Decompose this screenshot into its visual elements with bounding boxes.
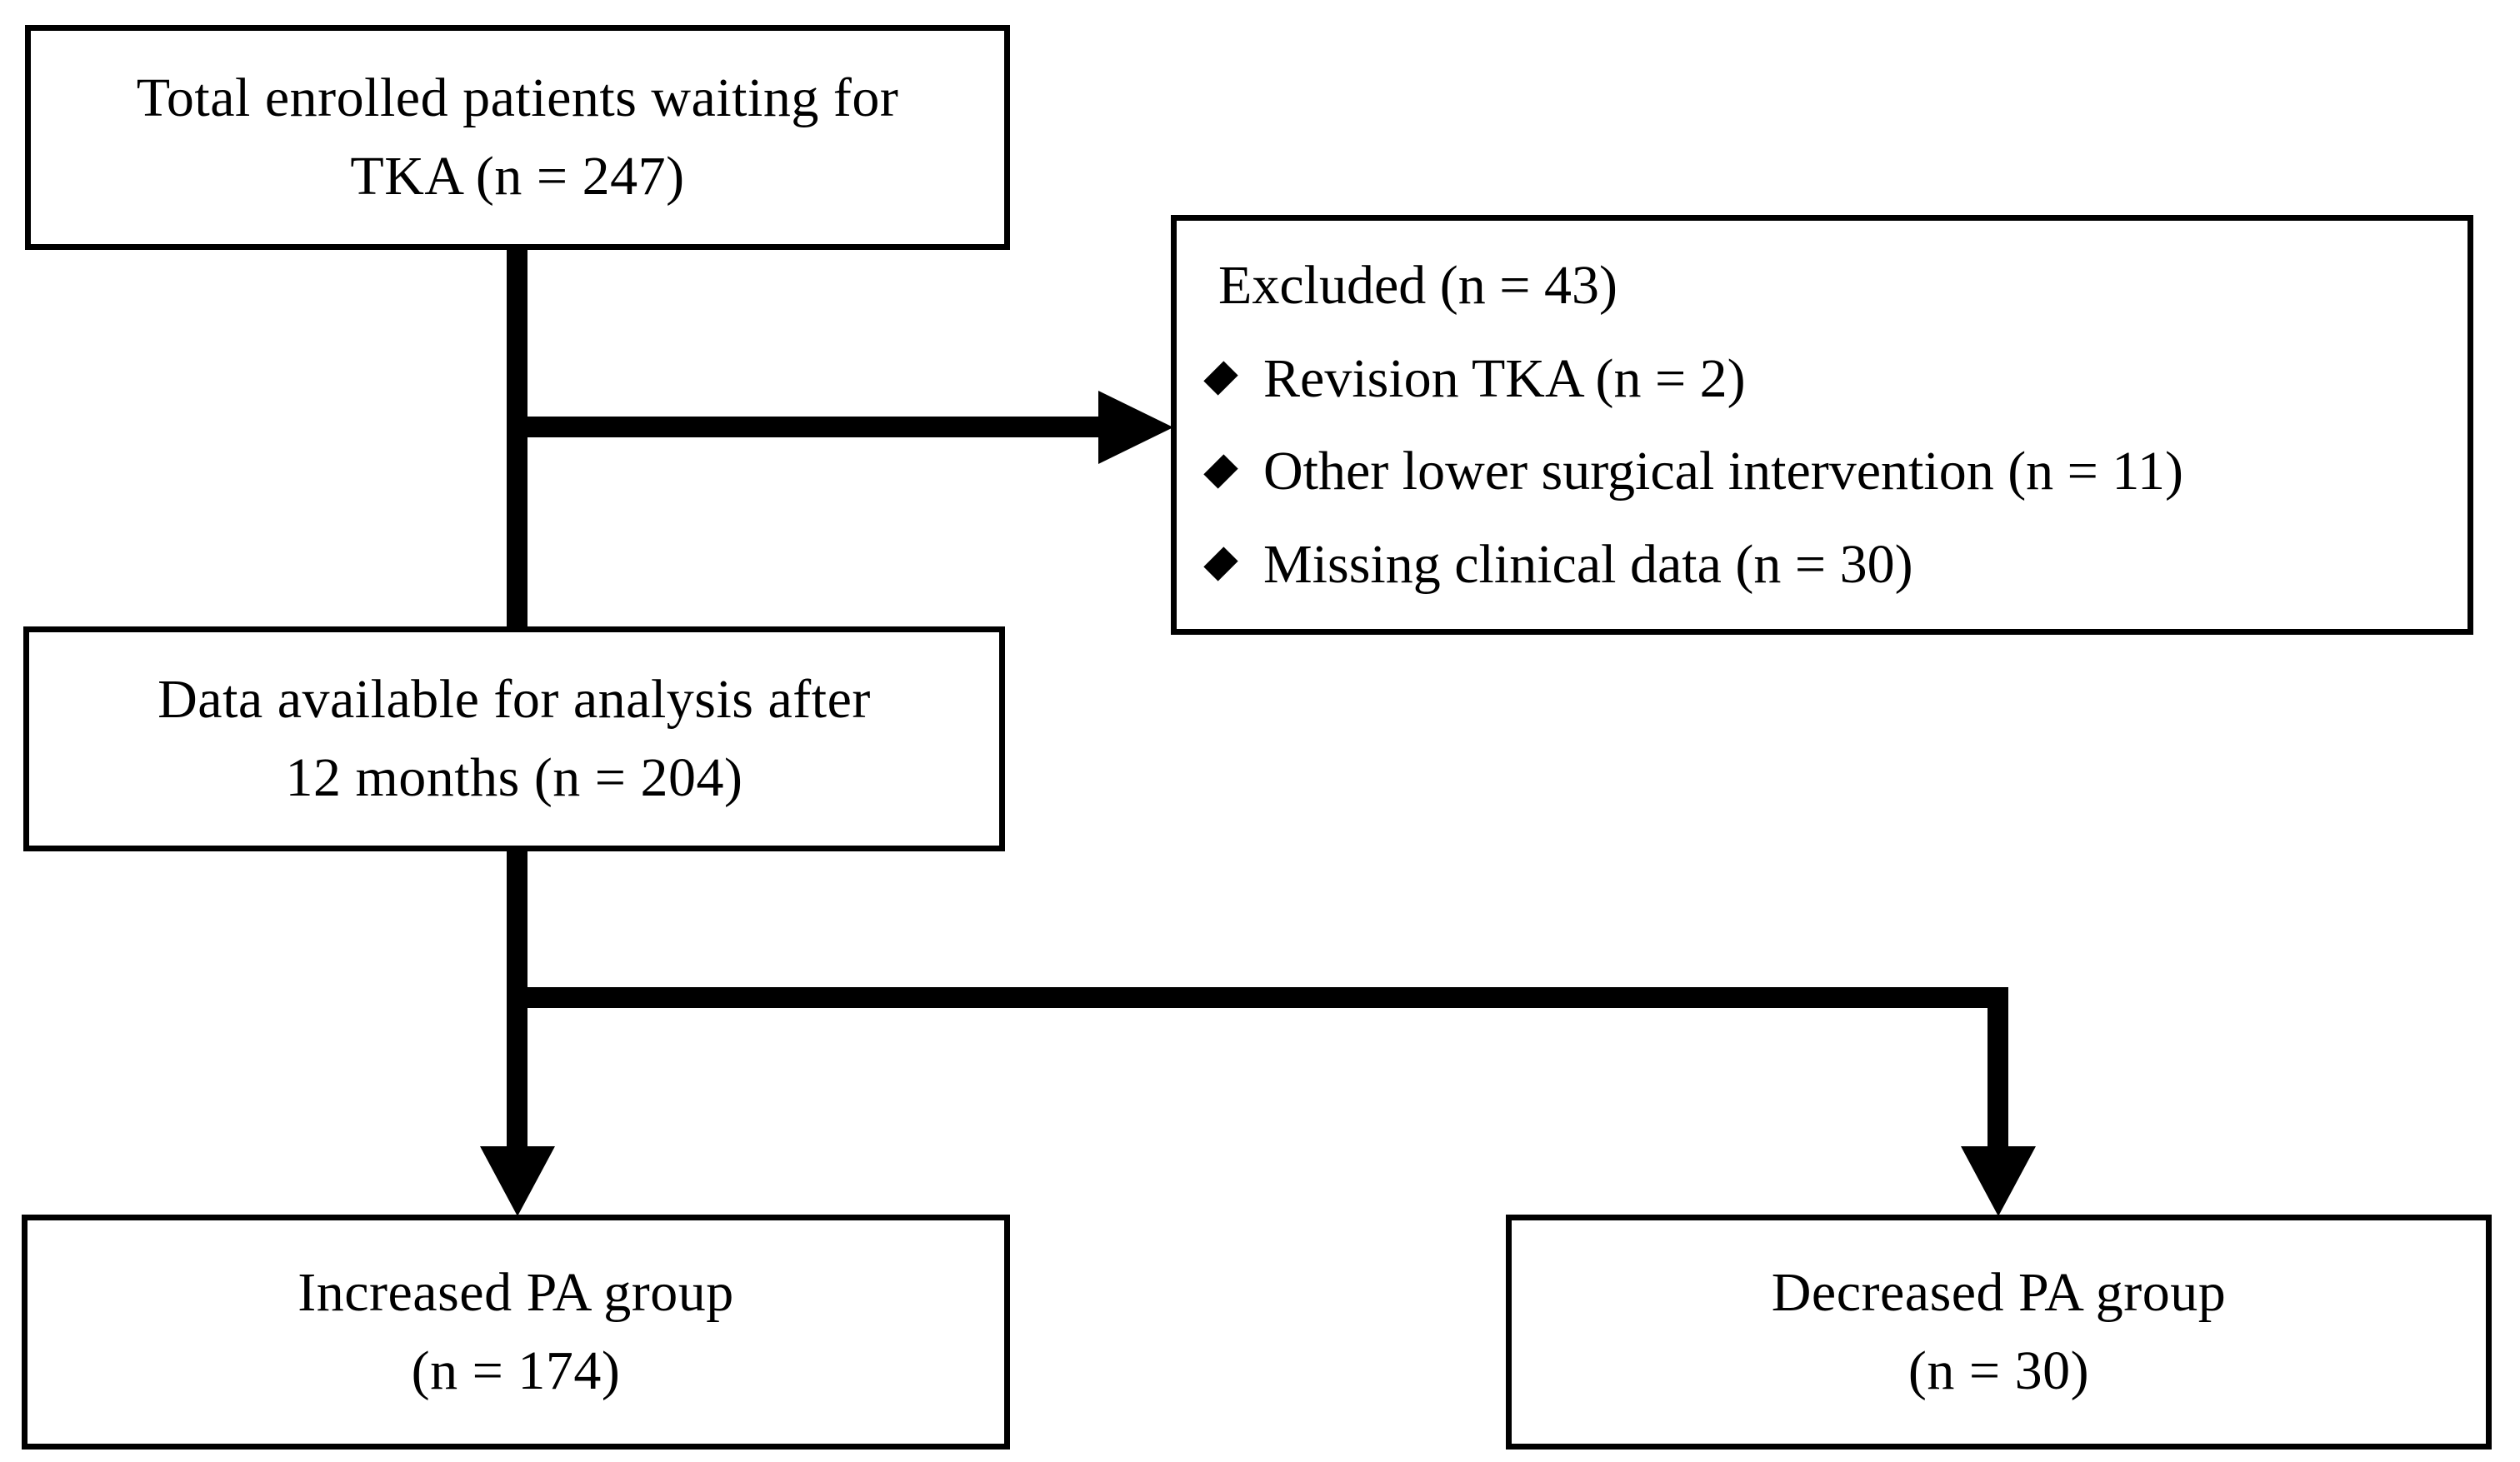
node-data-available-line1: Data available for analysis after [158,669,871,731]
node-total-enrolled-line1: Total enrolled patients waiting for [136,67,899,129]
diamond-bullet-icon [1203,361,1238,396]
connector-total-to-data [507,248,528,628]
node-increased-pa-line1: Increased PA group [298,1262,734,1324]
connector-drop-increased [507,987,528,1154]
connector-branch-bar [507,987,2008,1008]
arrowhead-down-increased-icon [480,1146,555,1216]
node-excluded-bullet-3-label: Missing clinical data (n = 30) [1263,533,1913,595]
node-excluded-bullet-2: Other lower surgical intervention (n = 1… [1203,438,2468,504]
node-data-available: Data available for analysis after 12 mon… [23,626,1005,851]
node-total-enrolled-line2: TKA (n = 247) [350,146,685,207]
node-decreased-pa-line1: Decreased PA group [1771,1262,2227,1324]
node-excluded-bullet-1: Revision TKA (n = 2) [1203,346,2468,412]
arrowhead-right-icon [1098,391,1173,464]
arrowhead-down-decreased-icon [1961,1146,2036,1216]
connector-data-to-branch [507,850,528,1008]
node-decreased-pa-line2: (n = 30) [1908,1340,2090,1401]
connector-shaft-to-excluded [517,417,1100,437]
node-excluded-bullet-3: Missing clinical data (n = 30) [1203,531,2468,597]
node-decreased-pa-group: Decreased PA group (n = 30) [1506,1215,2492,1450]
connector-drop-decreased [1988,987,2008,1154]
node-total-enrolled: Total enrolled patients waiting for TKA … [25,25,1010,250]
node-excluded: Excluded (n = 43) Revision TKA (n = 2) O… [1171,215,2473,635]
node-excluded-heading: Excluded (n = 43) [1218,255,1618,317]
node-increased-pa-group: Increased PA group (n = 174) [22,1215,1010,1450]
node-excluded-bullet-1-label: Revision TKA (n = 2) [1263,347,1746,409]
node-excluded-bullet-2-label: Other lower surgical intervention (n = 1… [1263,441,2183,502]
node-increased-pa-line2: (n = 174) [411,1340,621,1401]
diamond-bullet-icon [1203,546,1238,581]
diamond-bullet-icon [1203,454,1238,489]
node-data-available-line2: 12 months (n = 204) [285,747,743,808]
